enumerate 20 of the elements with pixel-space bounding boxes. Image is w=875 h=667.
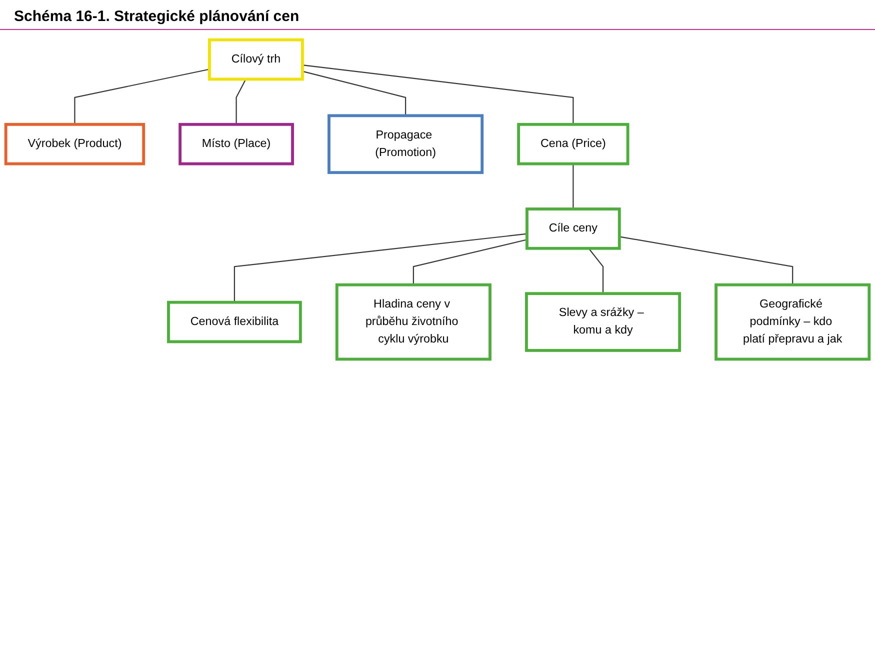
node-box: Propagace (Promotion)	[328, 114, 484, 174]
node-box: Cena (Price)	[517, 122, 630, 166]
connector	[619, 236, 794, 285]
connector	[302, 64, 574, 124]
connector	[302, 70, 406, 116]
connector	[572, 164, 574, 209]
connector	[74, 68, 210, 124]
node-box: Cíle ceny	[526, 208, 621, 250]
node-box: Výrobek (Product)	[4, 122, 146, 166]
node-box: Hladina ceny v průběhu životního cyklu výrobku	[335, 283, 492, 361]
node-box: Geografické podmínky – kdo platí přepravu a jak	[714, 283, 871, 361]
diagram-title: Schéma 16-1. Strategické plánování cen	[0, 0, 875, 30]
node-box: Cílový trh	[208, 38, 304, 81]
node-box: Cenová flexibilita	[167, 300, 302, 344]
connector	[412, 239, 528, 285]
connector	[588, 248, 604, 294]
connector	[236, 78, 246, 124]
connector	[234, 233, 528, 302]
node-box: Slevy a srážky – komu a kdy	[525, 292, 682, 352]
node-box: Místo (Place)	[178, 122, 294, 166]
